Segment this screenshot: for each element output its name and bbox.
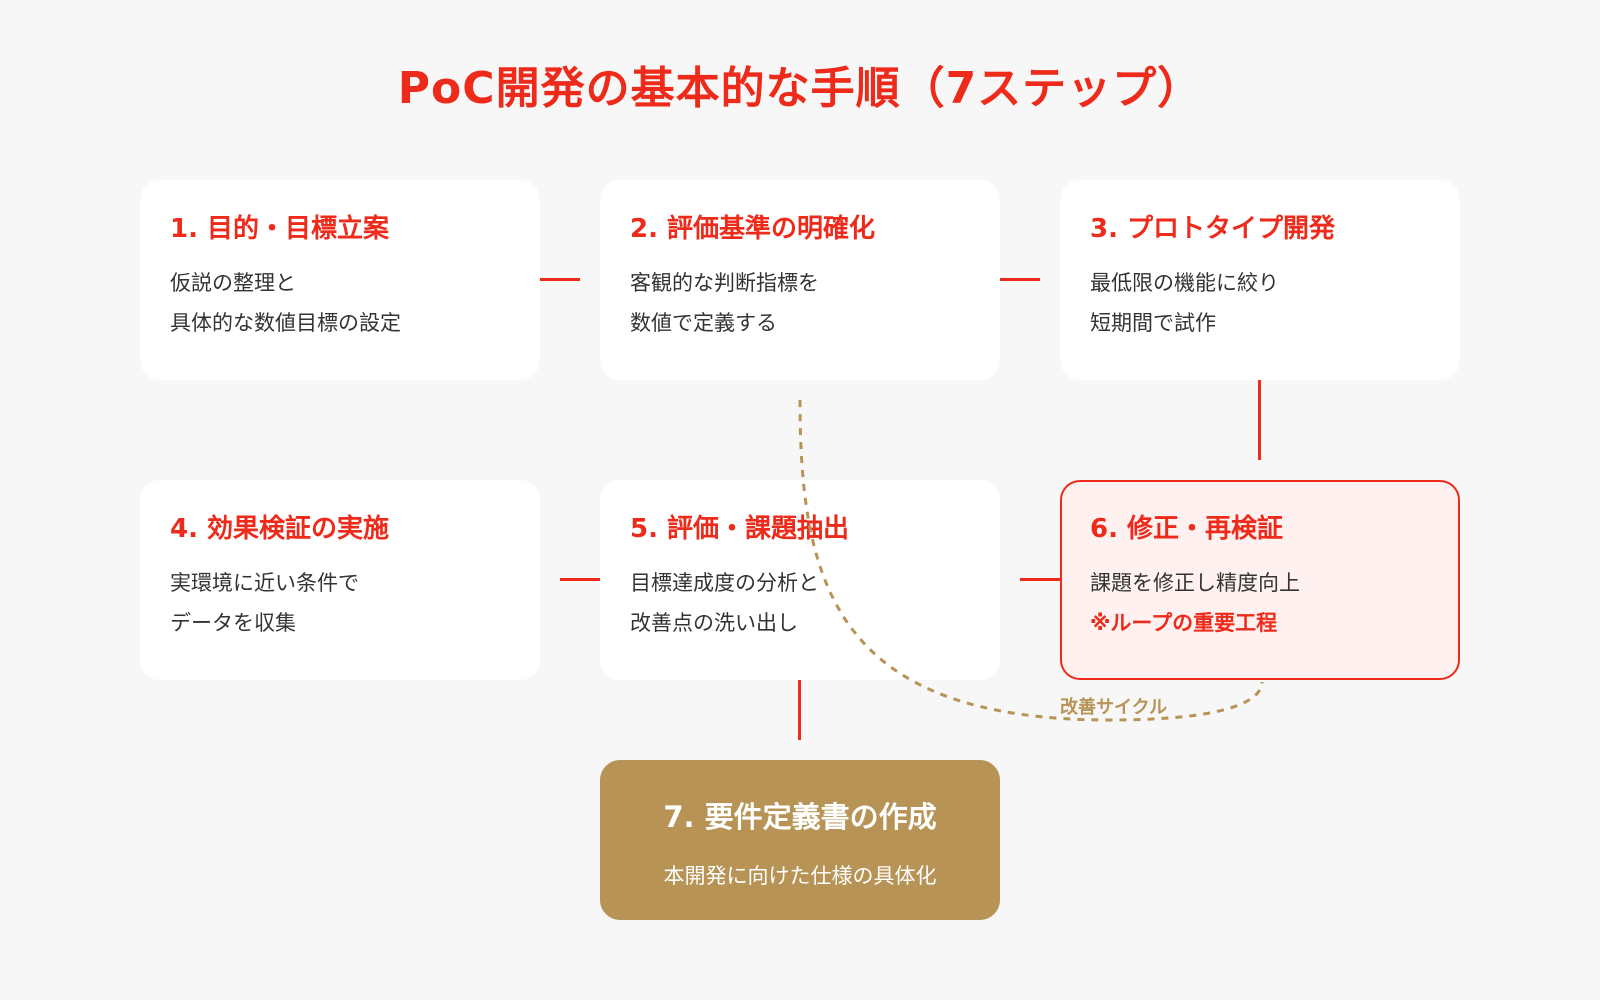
step-title: 4. 効果検証の実施	[170, 514, 390, 544]
loop-label: 改善サイクル	[1060, 697, 1168, 718]
step-description-line: 本開発に向けた仕様の具体化	[663, 864, 937, 888]
step-description-line: 最低限の機能に絞り	[1090, 271, 1279, 295]
step-card-3: 3. プロトタイプ開発 最低限の機能に絞り 短期間で試作	[1060, 180, 1460, 380]
connector-5-4	[560, 578, 600, 581]
step-card-2: 2. 評価基準の明確化 客観的な判断指標を 数値で定義する	[600, 180, 1000, 380]
step-description-line: 短期間で試作	[1090, 311, 1216, 335]
connector-6-5	[1020, 578, 1060, 581]
step-card-1: 1. 目的・目標立案 仮説の整理と 具体的な数値目標の設定	[140, 180, 540, 380]
connector-1-2	[540, 278, 580, 281]
step-description-line: 目標達成度の分析と	[630, 571, 819, 595]
step-description-line: 具体的な数値目標の設定	[170, 311, 401, 335]
step-description-line: 仮説の整理と	[170, 271, 296, 295]
page-title: PoC開発の基本的な手順（7ステップ）	[397, 63, 1203, 114]
step-description-line: 改善点の洗い出し	[630, 611, 798, 635]
step-card-6: 6. 修正・再検証 課題を修正し精度向上 ※ループの重要工程	[1060, 480, 1460, 680]
loop-note: ※ループの重要工程	[1090, 611, 1278, 635]
step-title: 3. プロトタイプ開発	[1090, 214, 1336, 244]
step-title: 1. 目的・目標立案	[170, 214, 390, 244]
step-title: 6. 修正・再検証	[1090, 514, 1284, 544]
connector-2-3	[1000, 278, 1040, 281]
step-card-7: 7. 要件定義書の作成 本開発に向けた仕様の具体化	[600, 760, 1000, 920]
step-title: 7. 要件定義書の作成	[663, 800, 937, 834]
step-description-line: 数値で定義する	[630, 311, 777, 335]
step-description-line: 課題を修正し精度向上	[1090, 571, 1300, 595]
step-description-line: 客観的な判断指標を	[630, 271, 819, 295]
step-title: 2. 評価基準の明確化	[630, 214, 876, 244]
step-title: 5. 評価・課題抽出	[630, 514, 850, 544]
step-card-4: 4. 効果検証の実施 実環境に近い条件で データを収集	[140, 480, 540, 680]
step-description-line: データを収集	[170, 611, 296, 635]
step-card-5: 5. 評価・課題抽出 目標達成度の分析と 改善点の洗い出し	[600, 480, 1000, 680]
connector-3-6	[1258, 380, 1261, 460]
connector-5-7	[798, 680, 801, 740]
step-description-line: 実環境に近い条件で	[170, 571, 359, 595]
